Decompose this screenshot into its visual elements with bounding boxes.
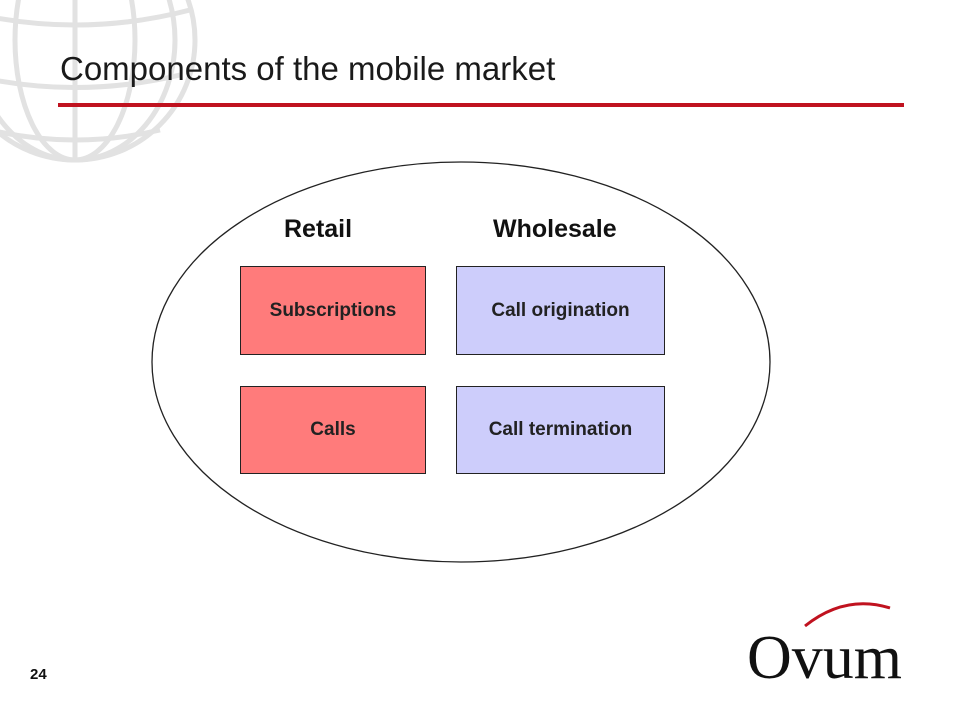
call-origination-box: Call origination [456,266,665,355]
retail-heading: Retail [284,215,353,243]
call-termination-box: Call termination [456,386,665,474]
subscriptions-box: Subscriptions [240,266,426,355]
page-number: 24 [30,666,47,683]
subscriptions-label: Subscriptions [269,299,397,321]
ovum-logo: Ovum [747,602,902,690]
globe-icon [0,0,198,163]
title-divider [58,103,904,107]
calls-label: Calls [310,419,356,440]
logo-swoosh-icon [804,602,891,628]
page-title: Components of the mobile market [60,50,556,87]
call-origination-label: Call origination [491,299,630,321]
calls-box: Calls [240,386,426,474]
logo-wordmark: Ovum [747,624,902,690]
call-termination-label: Call termination [488,419,633,440]
wholesale-heading: Wholesale [493,215,617,243]
